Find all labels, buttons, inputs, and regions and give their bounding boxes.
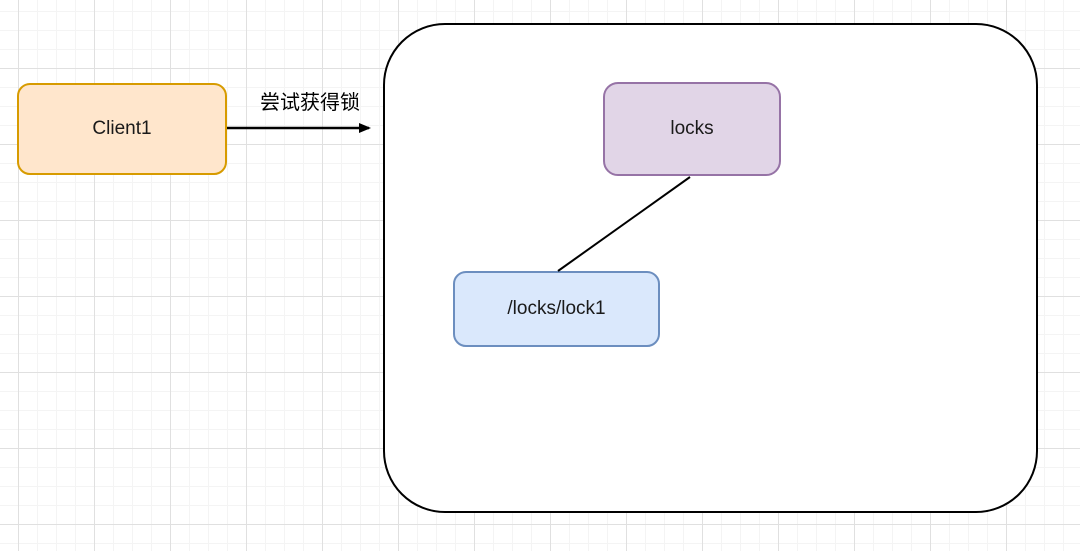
lock1-node-label: /locks/lock1: [507, 298, 606, 319]
client1-node-label: Client1: [92, 118, 152, 139]
locks-node: locks: [603, 82, 781, 176]
acquire-lock-arrow-label: 尝试获得锁: [260, 92, 360, 114]
locks-node-label: locks: [670, 118, 714, 139]
client1-node: Client1: [17, 83, 227, 175]
lock1-node: /locks/lock1: [453, 271, 660, 347]
